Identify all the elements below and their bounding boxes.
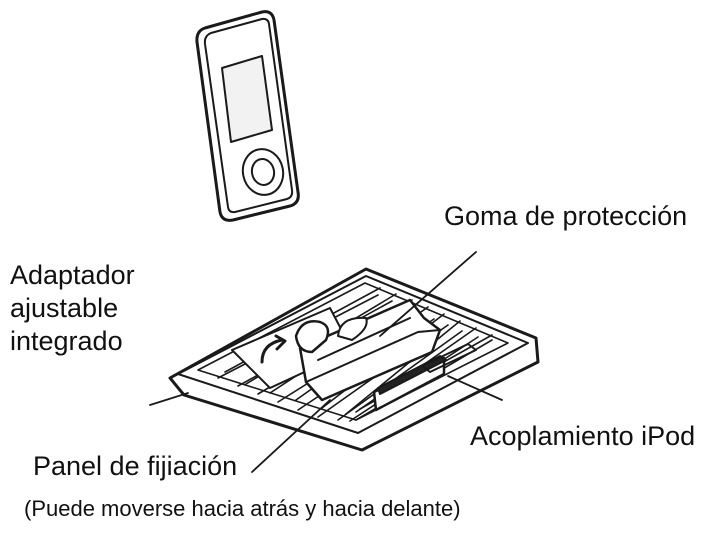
- label-fixing-panel: Panel de fijiación: [33, 451, 238, 481]
- rubber-protection: [298, 298, 442, 402]
- note-text: (Puede moverse hacia atrás y hacia delan…: [24, 496, 461, 521]
- ipod-screen: [221, 55, 273, 143]
- label-ipod-connector: Acoplamiento iPod: [470, 421, 696, 451]
- label-adapter-line-3: integrado: [10, 325, 123, 356]
- label-rubber-protection: Goma de protección: [444, 201, 688, 231]
- dock-base: [168, 267, 540, 452]
- label-adjustable-adapter: Adaptador ajustable integrado: [10, 259, 135, 358]
- leader-lines: [149, 251, 503, 473]
- adjustable-adapter: [294, 320, 330, 354]
- ipod-device: [195, 10, 300, 222]
- ipod-click-wheel: [241, 148, 285, 196]
- label-adapter-line-2: ajustable: [10, 292, 119, 323]
- label-adapter-line-1: Adaptador: [10, 260, 135, 290]
- ipod-connector: [372, 355, 447, 412]
